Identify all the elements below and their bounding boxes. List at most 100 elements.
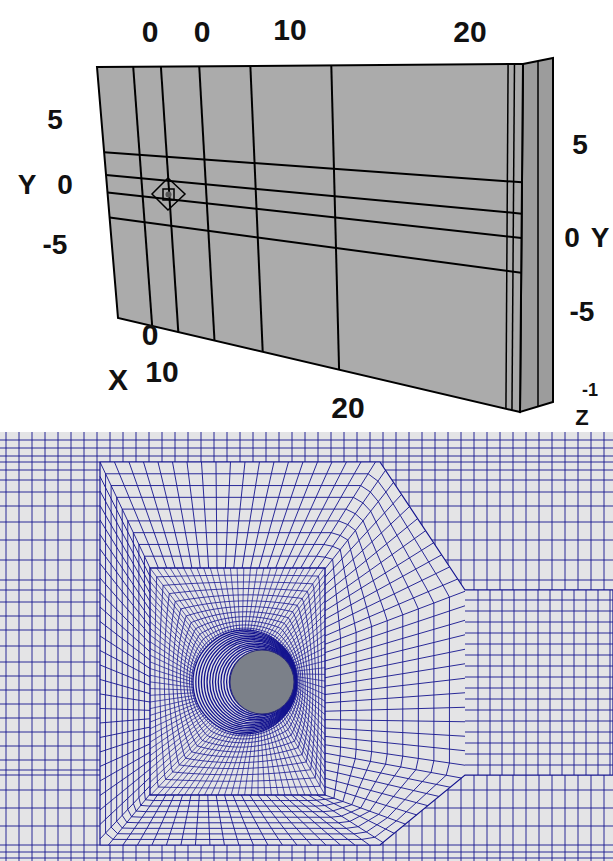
mesh-line <box>290 708 325 762</box>
mesh-line <box>139 544 356 806</box>
mesh-line <box>231 734 248 795</box>
mesh-line <box>264 731 272 795</box>
mesh-line <box>195 795 199 845</box>
mesh-line <box>19 432 20 861</box>
mesh-line <box>465 710 613 711</box>
cylinder-surface <box>230 650 294 714</box>
mesh-line <box>245 568 251 630</box>
mesh-line <box>150 710 201 742</box>
mesh-line <box>261 568 291 633</box>
mesh-line <box>287 614 325 651</box>
mesh-ring <box>215 643 293 721</box>
mesh-line <box>308 795 383 843</box>
mesh-line <box>526 432 527 861</box>
mesh-line <box>259 462 289 568</box>
mesh-line <box>273 726 298 795</box>
mesh-line <box>285 607 325 649</box>
mesh-line <box>216 795 224 845</box>
mesh-block <box>150 568 325 795</box>
mesh-line <box>282 594 325 645</box>
mesh-line <box>108 794 150 845</box>
mesh-line <box>266 795 311 845</box>
mesh-line <box>325 591 465 644</box>
mesh-ring <box>201 635 295 729</box>
mesh-line <box>465 666 613 667</box>
mesh-line <box>0 440 613 441</box>
mesh-line <box>45 432 46 861</box>
block-side <box>520 58 553 412</box>
mesh-line <box>225 734 246 795</box>
block-edge <box>106 175 522 214</box>
mesh-line <box>284 601 325 648</box>
axis-label: Y <box>591 224 610 252</box>
block-edge <box>537 61 539 407</box>
mesh-line <box>150 724 214 789</box>
mesh-line <box>100 549 150 618</box>
mesh-line <box>275 795 326 845</box>
mesh-line <box>150 721 210 776</box>
mesh-line <box>325 635 465 670</box>
mesh-line <box>465 644 613 645</box>
mesh-line <box>266 730 278 795</box>
block-view <box>97 58 553 412</box>
mesh-ring <box>210 640 295 725</box>
mesh-line <box>100 777 150 824</box>
mesh-line <box>284 462 332 568</box>
mesh-line <box>133 533 371 812</box>
mesh-line <box>158 462 184 568</box>
mesh-line <box>150 703 197 722</box>
mesh-line <box>150 575 206 648</box>
mesh-line <box>218 734 242 795</box>
mesh-line <box>150 622 196 664</box>
mesh-line <box>237 568 239 630</box>
block-edge <box>506 64 508 409</box>
mesh-line <box>283 795 340 845</box>
mesh-line <box>0 858 613 859</box>
axis-label: 0 <box>142 320 159 350</box>
mesh-line <box>100 708 150 710</box>
mesh-line <box>100 679 150 693</box>
mesh-ring <box>196 632 297 733</box>
mesh-line <box>150 662 193 679</box>
axis-label: Y <box>18 171 37 199</box>
block-edge <box>110 218 522 273</box>
mesh-line <box>478 590 479 775</box>
mesh-line <box>150 717 206 763</box>
mesh-line <box>150 682 193 688</box>
mesh-line <box>294 654 325 666</box>
mesh-line <box>610 590 611 775</box>
mesh-line <box>465 765 613 766</box>
mesh-line <box>217 568 232 632</box>
mesh-line <box>325 795 405 824</box>
mesh-line <box>325 620 465 661</box>
mesh-line <box>586 590 587 775</box>
mesh-line <box>301 462 361 568</box>
mesh-line <box>150 695 195 702</box>
mesh-line <box>258 568 284 632</box>
mesh-line <box>264 568 298 633</box>
mesh-line <box>224 568 234 631</box>
mesh-line <box>233 795 254 845</box>
mesh-line <box>100 578 150 635</box>
mesh-line <box>289 621 325 654</box>
mesh-line <box>100 491 150 585</box>
axis-label: Z <box>575 407 588 429</box>
mesh-line <box>325 736 465 750</box>
mesh-line <box>100 505 150 593</box>
mesh-line <box>295 661 325 669</box>
block-edge <box>104 152 522 182</box>
mesh-line <box>6 432 7 861</box>
axis-label: -5 <box>570 298 595 326</box>
mesh-line <box>100 462 150 568</box>
mesh-line <box>190 568 221 636</box>
mesh-line <box>123 795 158 845</box>
mesh-line <box>325 606 465 653</box>
mesh-line <box>150 698 196 709</box>
mesh-line <box>465 677 613 678</box>
mesh-line <box>317 795 395 833</box>
mesh-line <box>289 710 325 768</box>
mesh-line <box>598 590 599 775</box>
mesh-line <box>84 432 85 861</box>
mesh-line <box>204 568 227 633</box>
